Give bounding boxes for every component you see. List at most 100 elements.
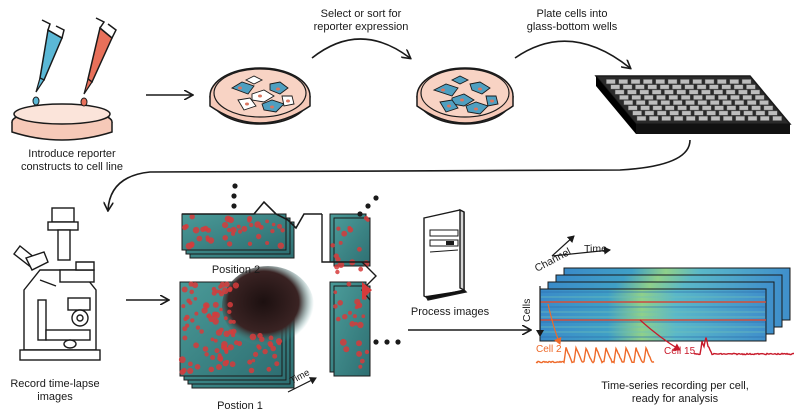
cell-nucleus — [277, 242, 284, 249]
well — [706, 110, 716, 116]
step-timeseries-line2: ready for analysis — [631, 393, 719, 405]
well — [628, 105, 638, 111]
cell-nucleus — [346, 281, 352, 287]
well — [627, 89, 637, 95]
well — [746, 100, 757, 106]
well — [738, 89, 748, 95]
well — [635, 100, 646, 106]
well — [746, 84, 756, 90]
well — [672, 100, 683, 106]
well — [631, 94, 642, 100]
cell-2-trace — [535, 345, 655, 364]
cell-nucleus — [219, 327, 224, 333]
cell-nucleus — [352, 314, 357, 319]
cell-nucleus — [336, 316, 341, 322]
cell-nucleus — [268, 335, 274, 341]
cell-nucleus — [218, 284, 223, 289]
well — [721, 84, 731, 90]
arrow-step4-to-step5 — [108, 139, 691, 210]
cell-nucleus — [219, 307, 223, 312]
cell-nucleus — [225, 359, 230, 364]
cell-nucleus — [364, 349, 370, 355]
cell-nucleus — [241, 225, 248, 232]
well — [635, 84, 645, 90]
cell-nucleus — [189, 289, 194, 295]
well — [618, 79, 628, 85]
cell-nucleus — [356, 340, 362, 347]
cell-nucleus — [247, 241, 253, 246]
cell-nucleus — [247, 218, 252, 223]
well — [722, 100, 732, 106]
cell-nucleus — [349, 321, 356, 327]
cell-nucleus — [337, 261, 345, 269]
cell-nucleus — [277, 341, 282, 346]
arrow-step3-to-step4 — [514, 40, 630, 68]
cell-nucleus — [221, 287, 229, 295]
cell-2-connector — [547, 303, 562, 345]
cell-nucleus — [347, 226, 352, 230]
well — [619, 94, 629, 100]
well — [713, 89, 723, 95]
cell-nucleus — [358, 266, 364, 272]
well — [723, 115, 733, 121]
cell-nucleus — [338, 240, 343, 245]
step-plate-line2: glass-bottom wells — [526, 21, 618, 33]
cell-nucleus — [247, 359, 253, 365]
cell-nucleus — [271, 222, 276, 227]
well — [692, 79, 702, 85]
cell-nucleus — [224, 281, 230, 288]
cell-nucleus — [213, 311, 220, 319]
well — [657, 110, 667, 116]
cell-nucleus — [182, 335, 188, 341]
well — [639, 89, 649, 95]
cell-nucleus — [218, 357, 223, 362]
pipettes-and-dish-icon — [11, 17, 117, 141]
cell-nucleus — [268, 342, 274, 348]
server-icon — [423, 208, 468, 301]
well — [685, 100, 695, 106]
well — [731, 110, 741, 116]
cell-nucleus — [192, 282, 199, 289]
cell-nucleus — [194, 364, 201, 370]
well — [705, 94, 716, 100]
cell-nucleus — [211, 290, 217, 296]
well — [668, 94, 679, 100]
well — [729, 79, 739, 85]
heatmap-row — [541, 311, 765, 313]
cell-nucleus — [202, 346, 209, 352]
heatmap-row — [541, 326, 765, 328]
well — [697, 100, 708, 106]
well — [709, 100, 720, 106]
cell-nucleus — [212, 301, 219, 308]
cell-nucleus — [226, 241, 233, 247]
ellipsis-dots-icon — [231, 183, 401, 345]
cell-nucleus — [330, 243, 336, 248]
well — [673, 115, 684, 121]
position-1-image-stack — [178, 266, 314, 389]
channel-axis-arrow — [551, 235, 575, 257]
cell-nucleus — [210, 337, 215, 342]
cell-nucleus — [189, 214, 195, 220]
cell-nucleus — [256, 344, 261, 349]
well — [610, 84, 620, 90]
cell-nucleus — [343, 346, 350, 353]
step-record-label: Record time-lapse images — [0, 378, 110, 404]
well — [648, 100, 658, 106]
cell-nucleus — [361, 314, 366, 319]
well — [606, 79, 616, 85]
well — [717, 94, 728, 100]
well — [680, 94, 691, 100]
cell-nucleus — [183, 316, 188, 322]
cell-nucleus — [357, 246, 362, 252]
cell-nucleus — [195, 325, 201, 330]
cell-nucleus — [265, 241, 270, 245]
cell-nucleus — [217, 289, 222, 294]
well — [759, 100, 769, 106]
well — [677, 105, 687, 111]
red-pipette-icon — [80, 17, 117, 107]
cell-15-trace — [693, 337, 794, 356]
cell-nucleus — [188, 300, 193, 305]
well — [772, 115, 782, 121]
cell-nucleus — [227, 309, 232, 314]
position-frame-outline — [182, 200, 322, 230]
